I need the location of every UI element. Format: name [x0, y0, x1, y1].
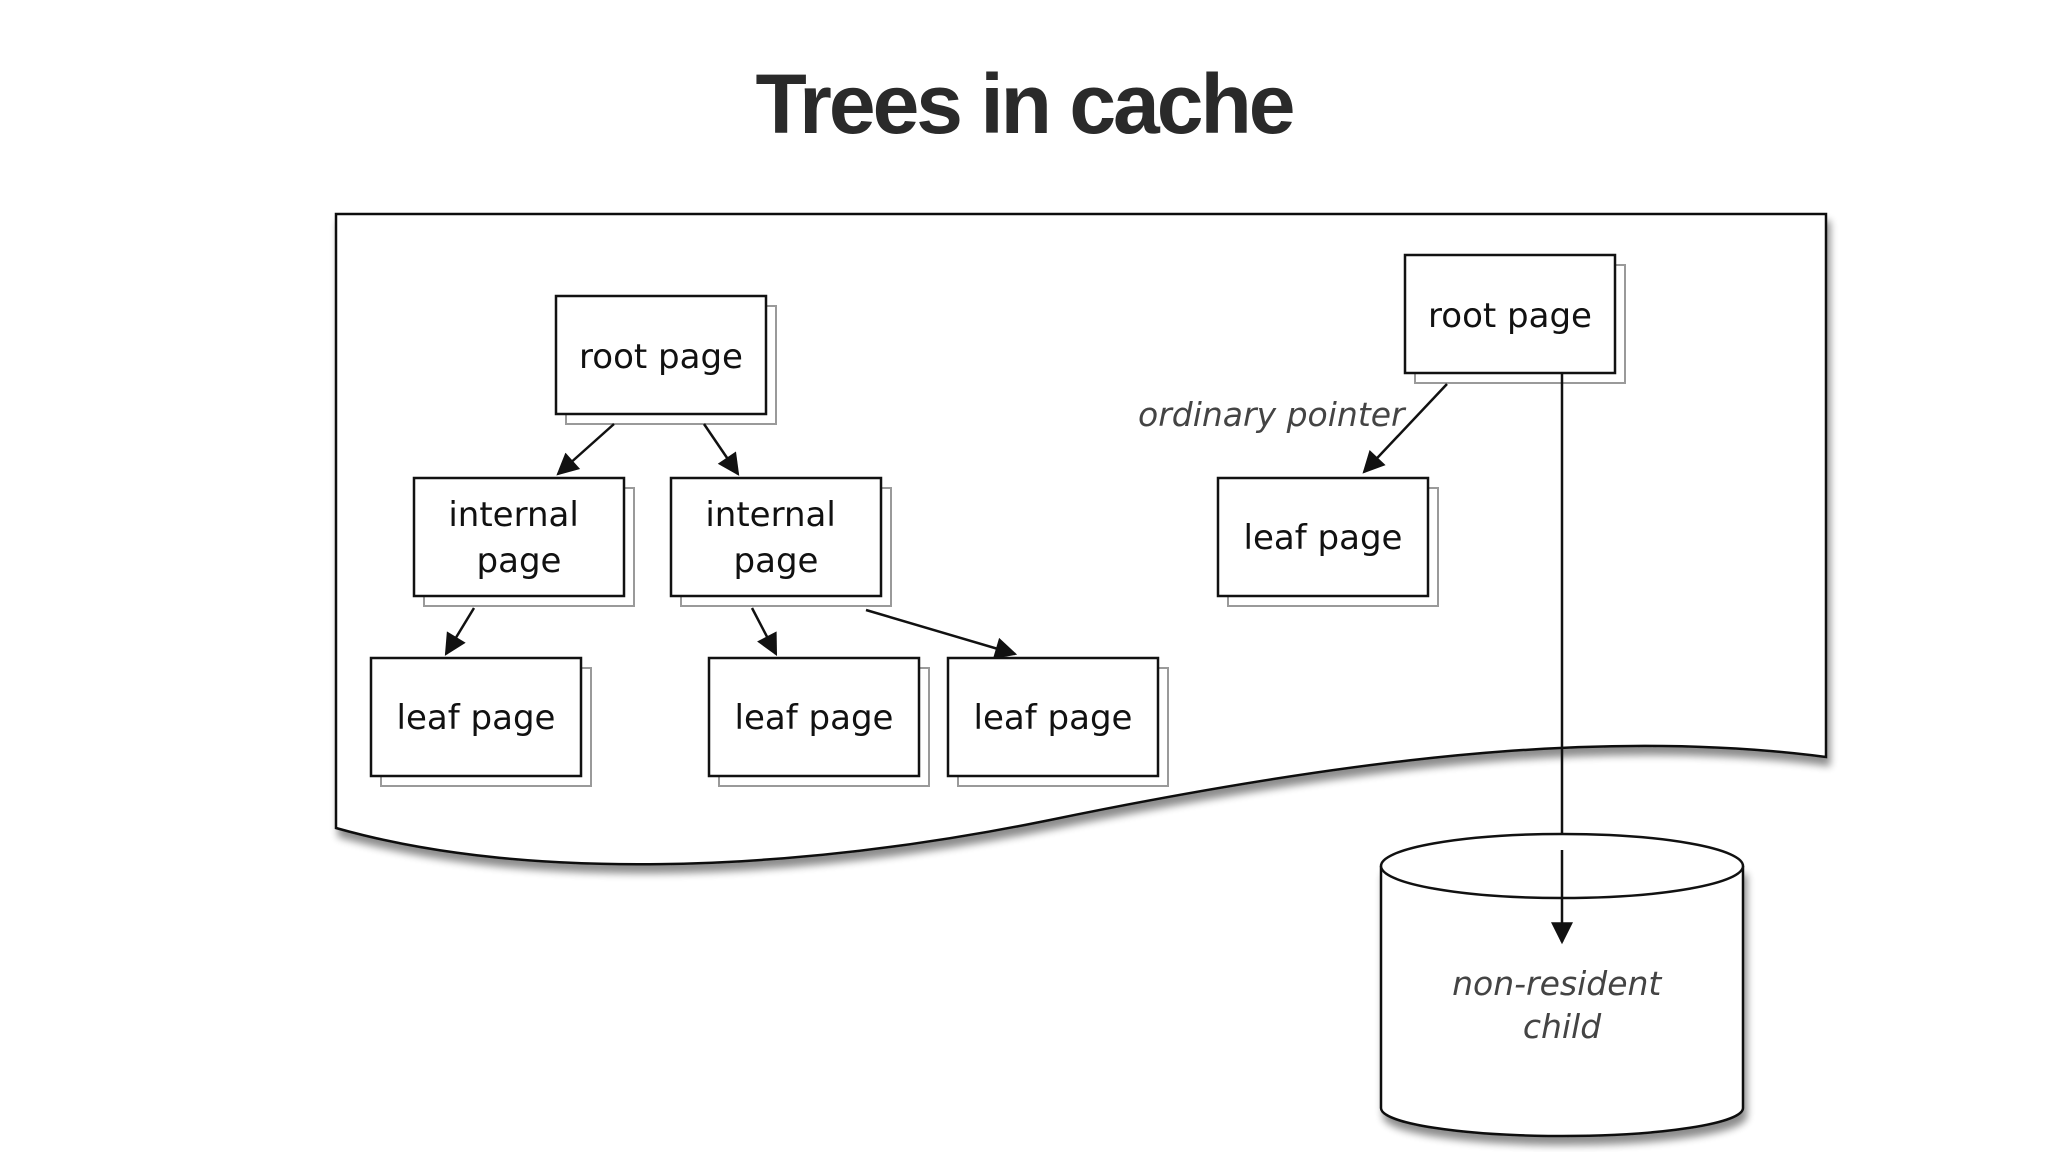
left-leaf-page-1	[369, 656, 583, 778]
arrow-internal-1-to-leaf-1	[444, 607, 476, 656]
left-leaf-1-label: leaf page	[397, 698, 556, 738]
right-leaf-label: leaf page	[1244, 518, 1403, 558]
arrow-root-to-internal-1	[556, 423, 615, 476]
left-root-label: root page	[579, 337, 743, 377]
left-internal-page-1	[412, 476, 626, 598]
left-internal-2-label: internal page	[705, 495, 846, 581]
left-root-page	[554, 294, 768, 416]
arrow-ordinary-pointer	[1362, 383, 1448, 474]
left-internal-1-label: internal page	[448, 495, 589, 581]
left-leaf-page-2	[707, 656, 921, 778]
ordinary-pointer-label: ordinary pointer	[1138, 395, 1407, 434]
left-internal-page-2	[669, 476, 883, 598]
left-leaf-3-label: leaf page	[974, 698, 1133, 738]
non-resident-label: non-resident child	[1452, 964, 1672, 1046]
right-root-page	[1403, 253, 1617, 375]
arrow-internal-2-to-leaf-2	[750, 607, 778, 656]
left-leaf-2-label: leaf page	[735, 698, 894, 738]
arrow-root-to-internal-2	[702, 423, 740, 476]
right-leaf-page	[1216, 476, 1430, 598]
slide-title: Trees in cache	[755, 57, 1295, 151]
left-leaf-page-3	[946, 656, 1160, 778]
right-root-label: root page	[1428, 296, 1592, 336]
arrow-internal-2-to-leaf-3	[865, 608, 1018, 659]
